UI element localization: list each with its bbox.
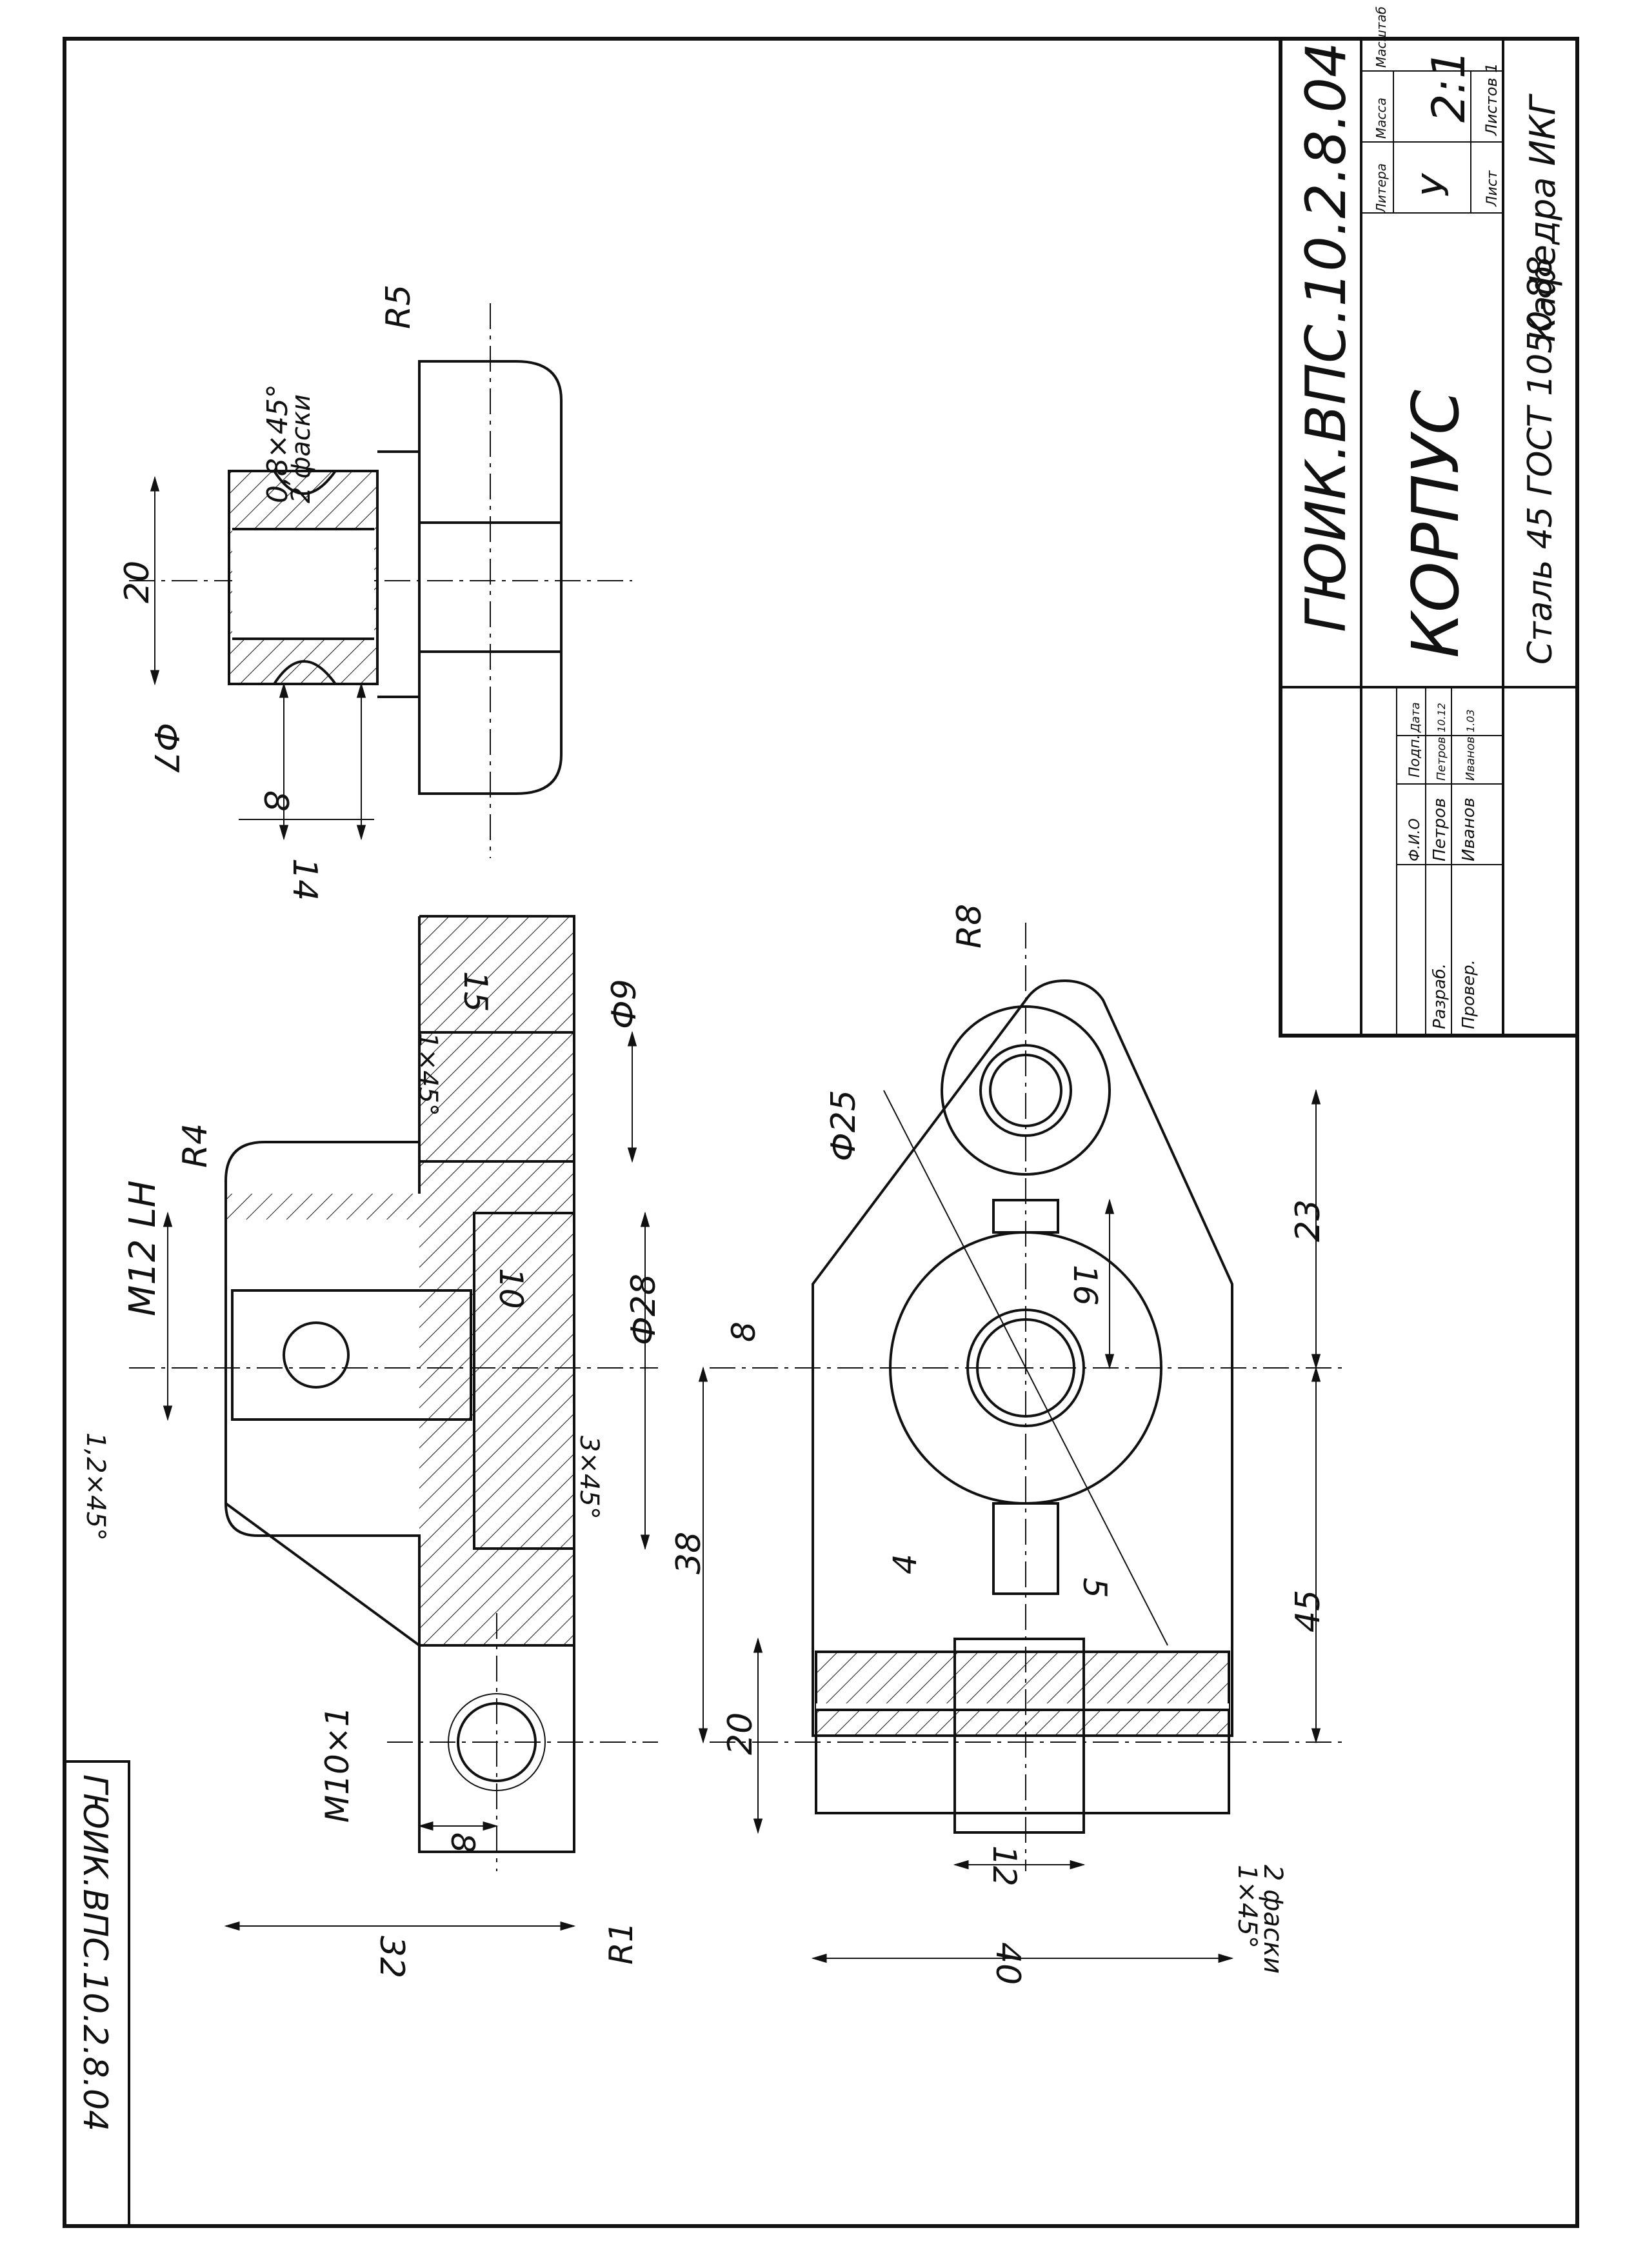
col-mass: Масса [1373, 97, 1389, 139]
dim-chamfer-3x45: 3×45° [574, 1436, 604, 1520]
dim-15: 15 [457, 971, 494, 1012]
row1-date: 10.12 [1435, 703, 1448, 732]
dimension-lines [150, 476, 1321, 1963]
dim-r4: R4 [176, 1123, 215, 1168]
dim-14: 14 [285, 858, 324, 901]
dim-5: 5 [1076, 1578, 1113, 1598]
dim-20-bottom: 20 [721, 1712, 760, 1755]
plan-view [710, 923, 1342, 1871]
dim-16: 16 [1066, 1265, 1104, 1306]
dim-4: 4 [886, 1554, 924, 1574]
dim-20-top: 20 [118, 561, 157, 603]
dim-45: 45 [1289, 1590, 1328, 1632]
dim-12: 12 [986, 1845, 1023, 1887]
row2-sign: Иванов [1464, 737, 1477, 781]
material-text: Сталь 45 ГОСТ 1050-88 [1521, 256, 1560, 665]
col-date: Дата [1409, 702, 1422, 733]
dim-r8: R8 [950, 904, 989, 948]
sheets-label: Листов 1 [1482, 63, 1500, 136]
col-scale: Масштаб [1373, 6, 1389, 68]
dim-chamfer-2: 2 фаски [286, 394, 316, 503]
dim-r5: R5 [379, 285, 418, 329]
side-stamp [63, 1760, 130, 2227]
designation-text: ГЮИК.ВПС.10.2.8.04 [1294, 42, 1359, 632]
sheet-frame [63, 37, 1579, 2228]
side-stamp-text: ГЮИК.ВПС.10.2.8.04 [75, 1774, 114, 2131]
row1-sign: Петров [1435, 737, 1448, 781]
front-section [129, 915, 658, 1871]
dim-8-left: 8 [444, 1832, 481, 1853]
dim-phi7: Ф7 [146, 723, 185, 773]
dim-chamfer-12x45: 1,2×45° [81, 1432, 110, 1541]
dim-r1: R1 [603, 1922, 640, 1965]
dim-m12lh: M12 LH [122, 1180, 164, 1316]
dim-38: 38 [670, 1532, 708, 1574]
dim-40: 40 [988, 1942, 1027, 1985]
dim-8-top: 8 [256, 790, 295, 812]
dim-23: 23 [1289, 1199, 1328, 1242]
row1-role: Разраб. [1430, 963, 1450, 1029]
dim-10: 10 [492, 1268, 530, 1309]
row1-name: Петров [1430, 798, 1450, 861]
department-text: Кафедра ИКГ [1522, 94, 1563, 342]
part-name-text: КОРПУС [1398, 390, 1473, 658]
scale-value: 2:1 [1422, 50, 1475, 123]
dim-m10x1: M10×1 [319, 1707, 356, 1823]
top-view [129, 303, 632, 858]
row2-role: Провер. [1459, 959, 1479, 1029]
row2-date: 1.03 [1464, 709, 1477, 732]
dim-chamfer-2-b: 2 фаски [1258, 1865, 1288, 1974]
col-sign: Подп. [1407, 734, 1423, 778]
sheet-label: Лист [1484, 170, 1500, 207]
title-block [1279, 37, 1579, 1038]
dim-phi28: Ф28 [624, 1274, 663, 1345]
dim-32: 32 [372, 1936, 411, 1978]
dim-phi25: Ф25 [824, 1090, 863, 1161]
col-fio: Ф.И.О [1407, 818, 1423, 861]
dim-8-mid: 8 [725, 1321, 763, 1342]
row2-name: Иванов [1459, 798, 1479, 861]
col-litera: Литера [1373, 163, 1389, 214]
dim-chamfer-1x45-a: 1×45° [413, 1032, 443, 1116]
dim-chamfer-1x45-b: 1×45° [1232, 1865, 1262, 1949]
dim-phi9: Ф9 [605, 979, 644, 1029]
litera-value: У [1415, 172, 1457, 197]
dim-chamfer-08: 0,8×45° [261, 384, 294, 503]
